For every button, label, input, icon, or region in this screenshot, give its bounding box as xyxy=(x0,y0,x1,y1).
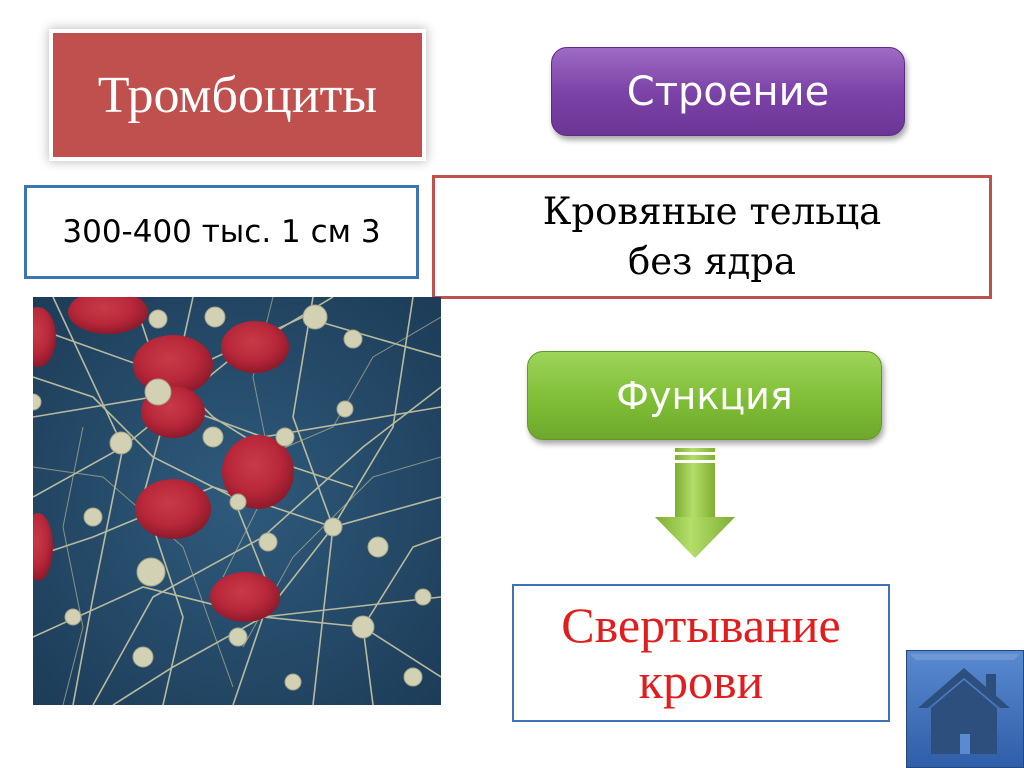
slide-title: Тромбоциты xyxy=(97,66,378,124)
description-box: Кровяные тельца без ядра xyxy=(432,175,992,299)
down-arrow-icon xyxy=(655,448,735,558)
platelet-micrograph xyxy=(33,297,441,705)
platelet-count: 300-400 тыс. 1 см 3 xyxy=(62,214,381,250)
home-icon xyxy=(918,668,1010,754)
function-button[interactable]: Функция xyxy=(527,351,882,440)
description-line-2: без ядра xyxy=(628,240,796,283)
structure-button[interactable]: Строение xyxy=(551,47,905,136)
result-line-1: Свертывание xyxy=(561,597,841,653)
count-box: 300-400 тыс. 1 см 3 xyxy=(24,185,419,279)
description-line-1: Кровяные тельца xyxy=(542,190,882,233)
result-box: Свертывание крови xyxy=(512,584,890,722)
result-line-2: крови xyxy=(638,653,764,709)
title-box: Тромбоциты xyxy=(53,33,422,157)
structure-label: Строение xyxy=(626,68,830,115)
function-label: Функция xyxy=(616,373,793,418)
home-button[interactable] xyxy=(906,650,1024,768)
